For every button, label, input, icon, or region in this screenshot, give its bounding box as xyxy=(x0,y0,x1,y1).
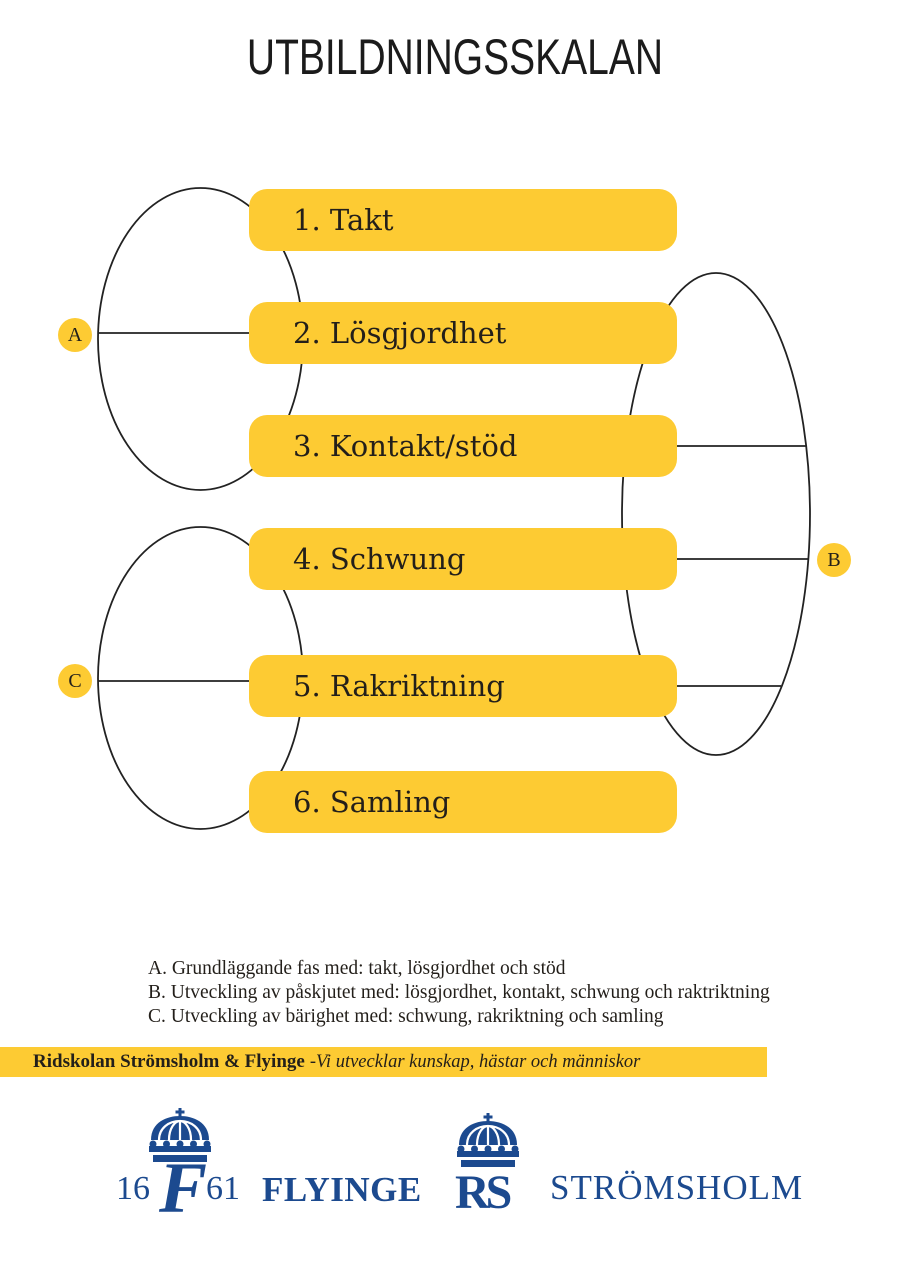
step-kontakt: 3. Kontakt/stöd xyxy=(249,415,677,477)
year-right: 61 xyxy=(206,1170,240,1207)
legend-item-b: B. Utveckling av påskjutet med: lösgjord… xyxy=(148,982,770,1003)
step-schwung: 4. Schwung xyxy=(249,528,677,590)
step-label: 4. Schwung xyxy=(293,542,466,576)
page-title: UTBILDNINGSSKALAN xyxy=(246,29,664,85)
rs-monogram: RS xyxy=(455,1166,512,1219)
group-b-ellipse xyxy=(621,272,811,756)
step-label: 5. Rakriktning xyxy=(293,669,505,703)
step-label: 1. Takt xyxy=(293,203,394,237)
step-label: 6. Samling xyxy=(293,785,451,819)
legend-item-c: C. Utveckling av bärighet med: schwung, … xyxy=(148,1006,664,1027)
step-label: 3. Kontakt/stöd xyxy=(293,429,518,463)
flyinge-wordmark: FLYINGE xyxy=(262,1170,422,1209)
group-b-badge: B xyxy=(817,543,851,577)
step-takt: 1. Takt xyxy=(249,189,677,251)
step-rakriktning: 5. Rakriktning xyxy=(249,655,677,717)
group-a-badge: A xyxy=(58,318,92,352)
step-label: 2. Lösgjordhet xyxy=(293,316,507,350)
grouping-diagram xyxy=(97,187,811,830)
legend: A. Grundläggande fas med: takt, lösgjord… xyxy=(148,957,770,1029)
tagline: -Vi utvecklar kunskap, hästar och männis… xyxy=(309,1051,641,1072)
crown-icon xyxy=(457,1113,519,1167)
flyinge-monogram: F xyxy=(159,1148,208,1228)
footer-band: Ridskolan Strömsholm & Flyinge -Vi utvec… xyxy=(0,1047,767,1077)
year-left: 16 xyxy=(116,1170,150,1207)
step-losgjordhet: 2. Lösgjordhet xyxy=(249,302,677,364)
org-name: Ridskolan Strömsholm & Flyinge xyxy=(33,1051,305,1072)
stromsholm-wordmark: STRÖMSHOLM xyxy=(550,1168,804,1207)
group-c-badge: C xyxy=(58,664,92,698)
legend-item-a: A. Grundläggande fas med: takt, lösgjord… xyxy=(148,958,566,979)
crown-icon xyxy=(149,1108,211,1162)
step-samling: 6. Samling xyxy=(249,771,677,833)
